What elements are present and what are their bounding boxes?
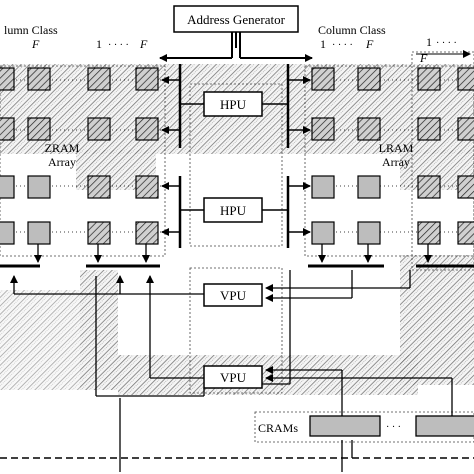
cell — [457, 67, 474, 91]
cell — [87, 117, 111, 141]
right-range-start: 1 — [320, 37, 326, 51]
cell — [357, 221, 381, 245]
cell — [311, 67, 335, 91]
left-range-end: F — [31, 37, 40, 51]
vpu-upper: VPU — [203, 283, 263, 307]
cell — [0, 221, 15, 245]
routing-lines — [10, 270, 453, 472]
cell — [457, 117, 474, 141]
cell-to-bar-lines — [34, 244, 432, 263]
cell — [135, 67, 159, 91]
hpu-lower: HPU — [203, 197, 263, 223]
hpu-lower-label: HPU — [220, 203, 247, 218]
column-class-right-label: Column Class — [318, 23, 386, 37]
vpu-lower: VPU — [203, 365, 263, 389]
cell — [417, 67, 441, 91]
cell — [311, 117, 335, 141]
column-class-labels: lumn Class Column Class F 1 · · · · F 1 … — [4, 23, 471, 65]
cell — [87, 67, 111, 91]
cell — [27, 117, 51, 141]
cell — [0, 175, 15, 199]
dashed-boundaries — [0, 51, 474, 443]
crams-dots: · · · — [386, 422, 401, 433]
cell — [27, 175, 51, 199]
right-range-dots: · · · · — [332, 40, 353, 51]
address-generator-label: Address Generator — [187, 12, 285, 27]
cell — [457, 175, 474, 199]
cell — [417, 117, 441, 141]
cell — [311, 221, 335, 245]
buses — [178, 64, 290, 248]
mid-range-start: 1 — [96, 37, 102, 51]
cell — [27, 67, 51, 91]
crams: CRAMs · · · — [258, 415, 474, 437]
memory-cells — [0, 67, 474, 245]
hpu-upper-label: HPU — [220, 97, 247, 112]
array-labels: ZRAM Array LRAM Array — [45, 141, 414, 169]
cell — [0, 67, 15, 91]
cell — [135, 221, 159, 245]
lram-label: LRAM — [379, 141, 414, 155]
far-range-start: 1 — [426, 35, 432, 49]
cell — [0, 117, 15, 141]
lram-array-label: Array — [382, 155, 410, 169]
vpu-lower-label: VPU — [220, 370, 247, 385]
cell — [357, 67, 381, 91]
far-range-end: F — [419, 51, 428, 65]
cell — [87, 221, 111, 245]
cell — [357, 175, 381, 199]
cell — [135, 175, 159, 199]
row-lines — [0, 79, 474, 233]
right-range-end: F — [365, 37, 374, 51]
zram-array-label: Array — [48, 155, 76, 169]
cell — [311, 175, 335, 199]
far-range-dots: · · · · — [436, 38, 457, 49]
cell — [357, 117, 381, 141]
cell — [417, 221, 441, 245]
mid-range-end: F — [139, 37, 148, 51]
cell — [27, 221, 51, 245]
crams-label: CRAMs — [258, 421, 298, 435]
cell — [87, 175, 111, 199]
connectors — [161, 76, 311, 236]
column-class-left-label: lumn Class — [4, 23, 58, 37]
cell — [135, 117, 159, 141]
hpu-upper: HPU — [203, 91, 263, 117]
address-generator: Address Generator — [173, 5, 299, 33]
address-bus — [159, 32, 313, 62]
vpu-upper-label: VPU — [220, 288, 247, 303]
zram-label: ZRAM — [45, 141, 80, 155]
mid-range-dots: · · · · — [108, 40, 129, 51]
cell — [417, 175, 441, 199]
cell — [457, 221, 474, 245]
